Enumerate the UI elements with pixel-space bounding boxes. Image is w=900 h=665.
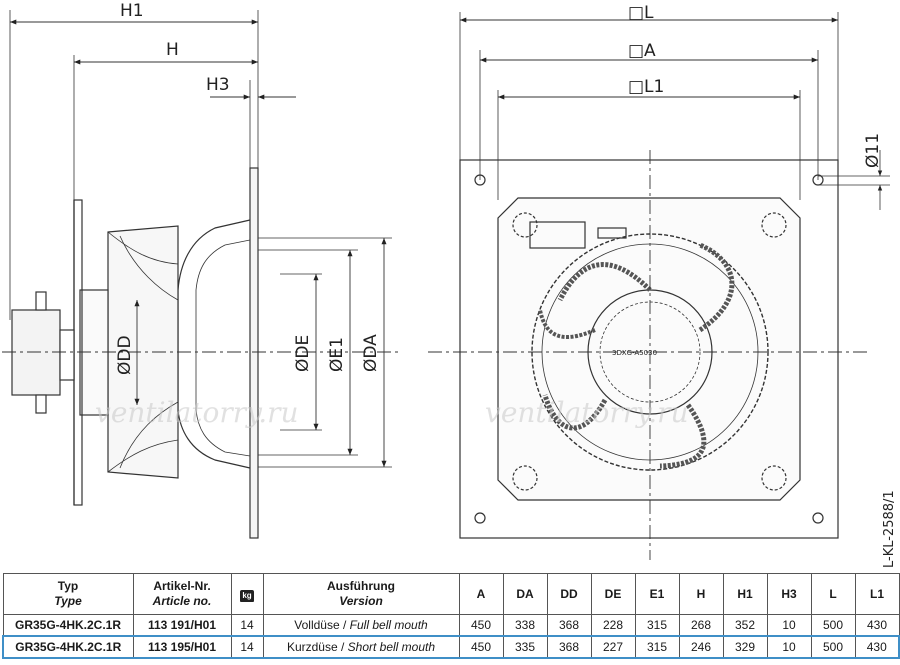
header-a: A xyxy=(458,573,504,615)
header-de: DE xyxy=(590,573,636,615)
cell-l1: 430 xyxy=(854,635,900,659)
cell-a: 450 xyxy=(458,635,504,659)
header-h1: H1 xyxy=(722,573,768,615)
header-e1: E1 xyxy=(634,573,680,615)
cell-article: 113 195/H01 xyxy=(132,635,232,659)
cell-h: 246 xyxy=(678,635,724,659)
cell-de: 228 xyxy=(590,614,636,637)
header-l1: L1 xyxy=(854,573,900,615)
cell-e1: 315 xyxy=(634,635,680,659)
front-view xyxy=(428,12,890,560)
side-view xyxy=(2,10,400,539)
dim-label-dd: ØDD xyxy=(115,335,135,375)
dim-label-l1: □L1 xyxy=(628,77,664,97)
header-weight: kg xyxy=(230,573,264,615)
header-da: DA xyxy=(502,573,548,615)
header-l: L xyxy=(810,573,856,615)
cell-da: 338 xyxy=(502,614,548,637)
cell-da: 335 xyxy=(502,635,548,659)
table-row-highlighted: GR35G-4HK.2C.1R 113 195/H01 14 Kurzdüse … xyxy=(2,635,900,659)
cell-weight: 14 xyxy=(230,614,264,637)
cell-h: 268 xyxy=(678,614,724,637)
dim-label-de: ØDE xyxy=(293,335,313,372)
cell-h1: 352 xyxy=(722,614,768,637)
table-row: GR35G-4HK.2C.1R 113 191/H01 14 Volldüse … xyxy=(2,614,900,637)
cell-de: 227 xyxy=(590,635,636,659)
cell-dd: 368 xyxy=(546,635,592,659)
dim-label-h: H xyxy=(166,40,179,60)
watermark-right: ventilatorry.ru xyxy=(485,396,689,429)
cell-article: 113 191/H01 xyxy=(132,614,232,637)
dim-label-hole: Ø11 xyxy=(863,133,883,168)
cell-h3: 10 xyxy=(766,635,812,659)
header-dd: DD xyxy=(546,573,592,615)
header-h: H xyxy=(678,573,724,615)
cell-type: GR35G-4HK.2C.1R xyxy=(2,614,134,637)
cell-dd: 368 xyxy=(546,614,592,637)
header-article: Artikel-Nr.Article no. xyxy=(132,573,232,615)
dim-label-h3: H3 xyxy=(206,75,230,95)
dim-label-da: ØDA xyxy=(361,334,381,372)
header-h3: H3 xyxy=(766,573,812,615)
cell-l1: 430 xyxy=(854,614,900,637)
motor-label-plate: 3DXG-A5030 xyxy=(612,349,657,357)
weight-icon: kg xyxy=(240,589,254,602)
technical-drawing: H1 H H3 ØDD ØDE ØE1 ØDA xyxy=(2,1,897,568)
watermark-left: ventilatorry.ru xyxy=(95,396,299,429)
cell-e1: 315 xyxy=(634,614,680,637)
cell-version: Kurzdüse / Short bell mouth xyxy=(262,635,460,659)
cell-a: 450 xyxy=(458,614,504,637)
drawing-code: L-KL-2588/1 xyxy=(882,490,897,568)
cell-type: GR35G-4HK.2C.1R xyxy=(2,635,134,659)
cell-l: 500 xyxy=(810,635,856,659)
cell-weight: 14 xyxy=(230,635,264,659)
cell-version: Volldüse / Full bell mouth xyxy=(262,614,460,637)
cell-h3: 10 xyxy=(766,614,812,637)
dim-label-h1: H1 xyxy=(120,1,144,21)
dim-label-a: □A xyxy=(628,41,656,61)
cell-l: 500 xyxy=(810,614,856,637)
cell-h1: 329 xyxy=(722,635,768,659)
dim-label-l: □L xyxy=(628,3,654,23)
dim-label-e1: ØE1 xyxy=(327,337,347,372)
